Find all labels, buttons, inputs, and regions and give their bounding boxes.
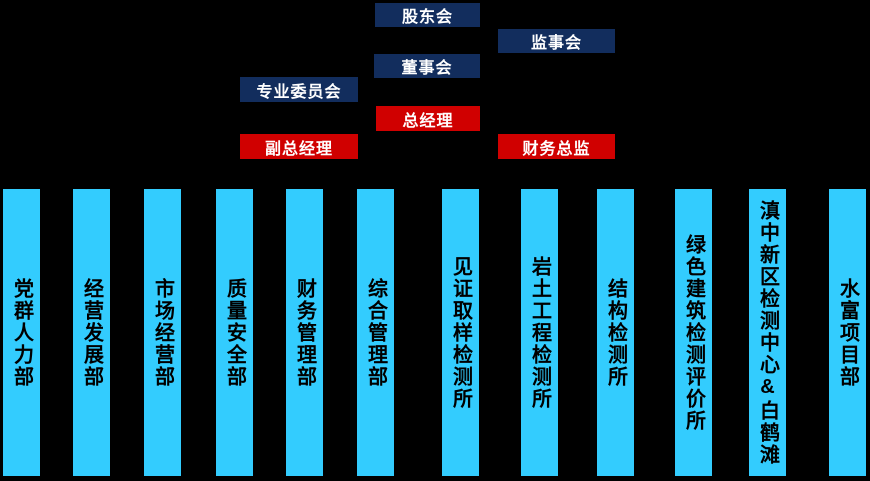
dept-label: 滇中新区检测中心&白鹤滩 xyxy=(756,199,779,466)
dept-bar-dianzhong-baihetan-center: 滇中新区检测中心&白鹤滩 xyxy=(749,189,786,476)
dept-bar-business-development: 经营发展部 xyxy=(73,189,110,476)
dept-label: 党群人力部 xyxy=(10,277,33,388)
node-board-of-directors: 董事会 xyxy=(374,54,480,78)
node-deputy-general-manager: 副总经理 xyxy=(240,134,358,159)
dept-label: 水富项目部 xyxy=(836,277,859,388)
dept-bar-party-mass-hr: 党群人力部 xyxy=(3,189,40,476)
dept-label: 综合管理部 xyxy=(364,277,387,388)
node-finance-director: 财务总监 xyxy=(498,134,615,159)
dept-label: 结构检测所 xyxy=(604,277,627,388)
dept-bar-market-operations: 市场经营部 xyxy=(144,189,181,476)
dept-bar-geotechnical-testing: 岩土工程检测所 xyxy=(521,189,558,476)
dept-label: 见证取样检测所 xyxy=(449,255,472,410)
dept-bar-financial-management: 财务管理部 xyxy=(286,189,323,476)
dept-label: 市场经营部 xyxy=(151,277,174,388)
dept-label: 岩土工程检测所 xyxy=(528,255,551,410)
dept-bar-structural-testing: 结构检测所 xyxy=(597,189,634,476)
dept-label: 经营发展部 xyxy=(80,277,103,388)
dept-bar-green-building-evaluation: 绿色建筑检测评价所 xyxy=(675,189,712,476)
node-general-manager: 总经理 xyxy=(376,106,480,131)
dept-bar-quality-safety: 质量安全部 xyxy=(216,189,253,476)
node-shareholders-meeting: 股东会 xyxy=(375,3,480,27)
dept-label: 财务管理部 xyxy=(293,277,316,388)
dept-label: 质量安全部 xyxy=(223,277,246,388)
dept-bar-shuifu-project: 水富项目部 xyxy=(829,189,866,476)
dept-bar-witness-sampling-testing: 见证取样检测所 xyxy=(442,189,479,476)
dept-bar-general-management: 综合管理部 xyxy=(357,189,394,476)
node-professional-committee: 专业委员会 xyxy=(240,77,358,102)
dept-label: 绿色建筑检测评价所 xyxy=(682,233,705,432)
node-supervisory-board: 监事会 xyxy=(498,29,615,53)
